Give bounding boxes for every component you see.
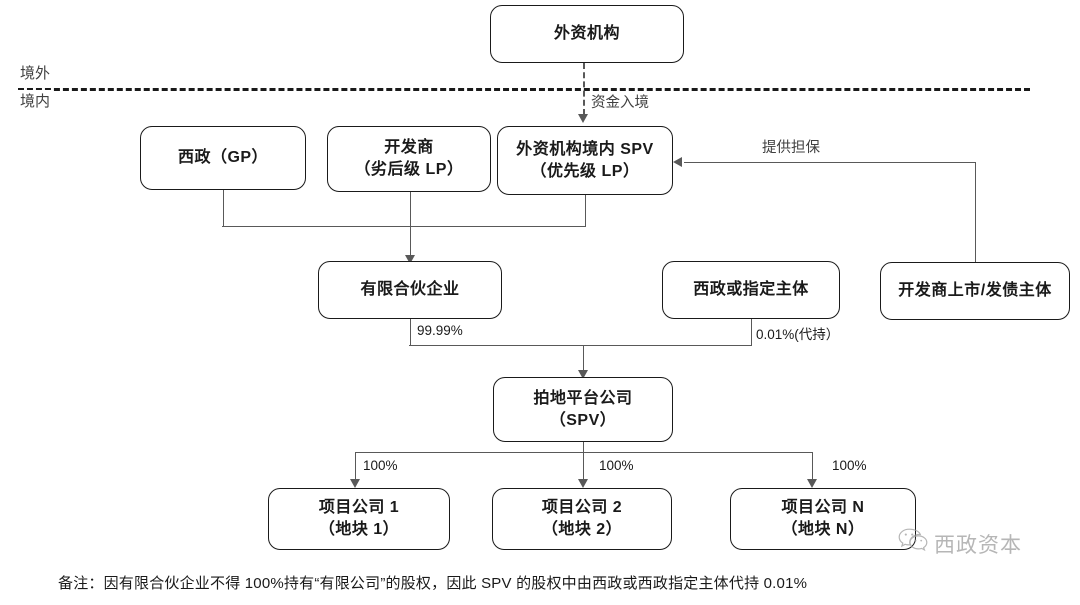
node-developer-lp-line2: （劣后级 LP） bbox=[354, 161, 464, 178]
edge-label-stake-9999: 99.99% bbox=[417, 323, 463, 338]
node-foreign-institution-line1: 外资机构 bbox=[553, 25, 620, 43]
edge-designee-to-spv-drop bbox=[751, 319, 753, 346]
edge-spv-stem bbox=[583, 345, 585, 372]
node-land-platform-spv-line1: 拍地平台公司 bbox=[533, 389, 633, 407]
node-project-company-n-line1: 项目公司 N bbox=[781, 499, 865, 517]
node-developer-listed-line1: 开发商上市/发债主体 bbox=[898, 282, 1052, 300]
edge-partnership-arrowhead bbox=[404, 255, 415, 264]
offshore-onshore-boundary bbox=[18, 88, 1030, 91]
edge-project-2-arrowhead bbox=[577, 479, 588, 488]
node-project-company-1[interactable]: 项目公司 1 （地块 1） bbox=[268, 488, 450, 550]
node-developer-lp[interactable]: 开发商 （劣后级 LP） bbox=[327, 126, 491, 192]
node-project-company-n[interactable]: 项目公司 N （地块 N） bbox=[730, 488, 916, 550]
edge-spv-down-stem bbox=[583, 442, 585, 453]
watermark-logo: 西政资本 bbox=[898, 528, 1022, 559]
edge-label-stake-100-b: 100% bbox=[599, 458, 634, 473]
node-project-company-n-line2: （地块 N） bbox=[781, 521, 865, 538]
edge-spv-bus-bar bbox=[409, 345, 752, 347]
node-xizheng-or-designee-line1: 西政或指定主体 bbox=[693, 281, 809, 299]
node-project-company-1-line2: （地块 1） bbox=[318, 521, 400, 538]
edge-label-stake-100-c: 100% bbox=[832, 458, 867, 473]
edge-project-n-drop bbox=[812, 452, 814, 480]
node-xizheng-or-designee[interactable]: 西政或指定主体 bbox=[662, 261, 840, 319]
node-land-platform-spv-line2: （SPV） bbox=[549, 411, 617, 429]
node-project-company-1-line1: 项目公司 1 bbox=[318, 499, 400, 517]
edge-label-funds-inbound: 资金入境 bbox=[591, 95, 649, 111]
node-project-company-2[interactable]: 项目公司 2 （地块 2） bbox=[492, 488, 672, 550]
edge-foreign-spv-drop bbox=[585, 195, 587, 227]
edge-project-n-arrowhead bbox=[806, 479, 817, 488]
edge-xizheng-gp-drop bbox=[223, 190, 225, 227]
footnote-text: 备注：因有限合伙企业不得 100%持有“有限公司”的股权，因此 SPV 的股权中… bbox=[58, 575, 808, 592]
edge-partnership-bus-bar bbox=[222, 226, 586, 228]
edge-project-2-drop bbox=[583, 452, 585, 480]
edge-funds-inbound bbox=[583, 63, 585, 115]
edge-label-provide-guarantee: 提供担保 bbox=[762, 140, 820, 156]
edge-developer-lp-drop bbox=[410, 192, 412, 257]
node-foreign-spv-line2: （优先级 LP） bbox=[530, 162, 640, 180]
node-project-company-2-line1: 项目公司 2 bbox=[541, 499, 623, 517]
edge-guarantee-vertical bbox=[975, 162, 977, 263]
edge-guarantee-arrowhead bbox=[673, 157, 682, 167]
node-foreign-spv[interactable]: 外资机构境内 SPV （优先级 LP） bbox=[497, 126, 673, 195]
node-limited-partnership[interactable]: 有限合伙企业 bbox=[318, 261, 502, 319]
node-xizheng-gp[interactable]: 西政（GP） bbox=[140, 126, 306, 190]
node-foreign-institution[interactable]: 外资机构 bbox=[490, 5, 684, 63]
edge-partnership-to-spv-drop bbox=[410, 319, 412, 346]
region-label-offshore: 境外 bbox=[18, 62, 53, 83]
watermark-label: 西政资本 bbox=[934, 533, 1022, 557]
node-xizheng-gp-line1: 西政（GP） bbox=[177, 149, 269, 167]
edge-label-stake-001: 0.01%(代持） bbox=[756, 327, 840, 342]
node-project-company-2-line2: （地块 2） bbox=[541, 521, 623, 538]
edge-funds-inbound-arrowhead bbox=[577, 114, 588, 123]
node-developer-listed[interactable]: 开发商上市/发债主体 bbox=[880, 262, 1070, 320]
edge-project-1-arrowhead bbox=[349, 479, 360, 488]
node-developer-lp-line1: 开发商 bbox=[384, 139, 434, 157]
edge-label-stake-100-a: 100% bbox=[363, 458, 398, 473]
wechat-icon bbox=[898, 528, 928, 559]
node-land-platform-spv[interactable]: 拍地平台公司 （SPV） bbox=[493, 377, 673, 442]
edge-project-1-drop bbox=[355, 452, 357, 480]
node-limited-partnership-line1: 有限合伙企业 bbox=[360, 281, 460, 299]
edge-spv-arrowhead bbox=[577, 370, 588, 379]
region-label-onshore: 境内 bbox=[18, 90, 53, 111]
node-foreign-spv-line1: 外资机构境内 SPV bbox=[516, 140, 654, 158]
edge-guarantee-horizontal bbox=[684, 162, 976, 164]
